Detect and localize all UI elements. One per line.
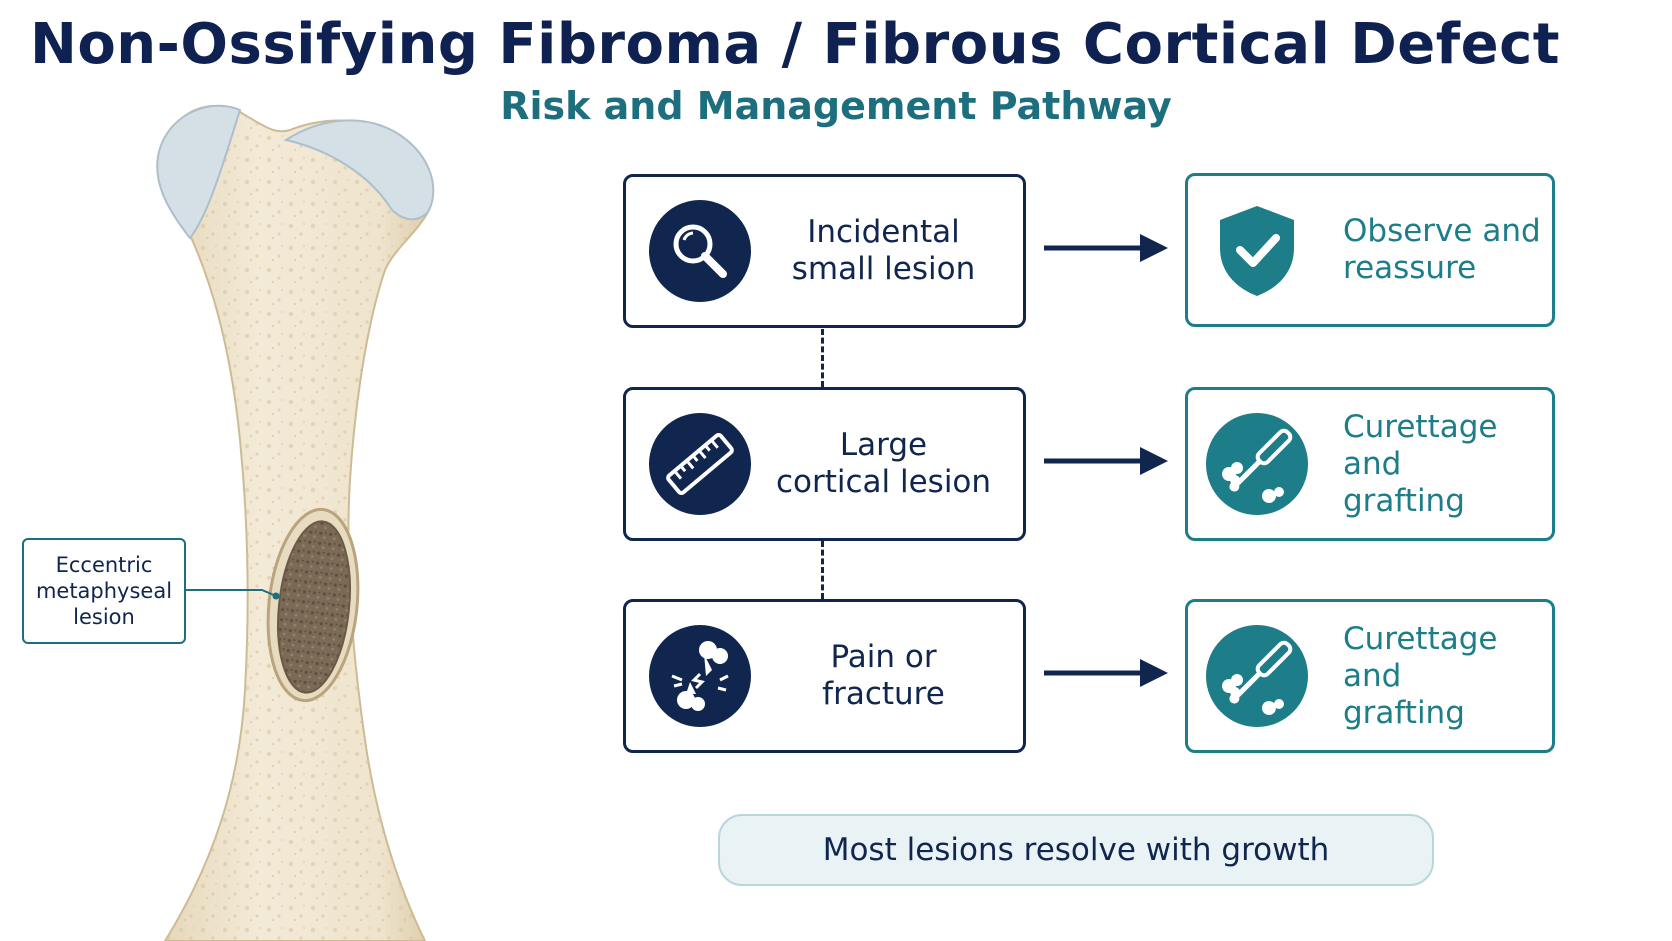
cartilage-cap-left — [156, 104, 242, 240]
curette-bone-icon — [1206, 413, 1308, 515]
summary-banner: Most lesions resolve with growth — [718, 814, 1434, 886]
broken-bone-icon — [649, 625, 751, 727]
condition-box-pain-fracture: Pain or fracture — [623, 599, 1026, 753]
condition-box-incidental: Incidental small lesion — [623, 174, 1026, 328]
arrow-right-icon — [1044, 447, 1168, 475]
condition-box-large: Large cortical lesion — [623, 387, 1026, 541]
page-title: Non-Ossifying Fibroma / Fibrous Cortical… — [29, 12, 1561, 77]
femur-illustration — [156, 104, 435, 941]
action-label: Observe and — [1343, 213, 1541, 249]
lesion-callout: Eccentric metaphyseal lesion — [22, 538, 186, 644]
condition-label: Large — [839, 427, 928, 463]
condition-label: cortical lesion — [775, 464, 992, 500]
action-box-observe: Observe and reassure — [1185, 173, 1555, 327]
action-label: grafting — [1343, 694, 1465, 731]
ruler-icon — [649, 413, 751, 515]
dashed-connector — [821, 541, 824, 599]
lesion — [277, 520, 351, 694]
page-subtitle: Risk and Management Pathway — [500, 84, 1172, 128]
magnifier-icon — [649, 200, 751, 302]
condition-label: Pain or — [830, 639, 937, 675]
action-label: Curettage and — [1343, 408, 1498, 482]
callout-line: lesion — [73, 605, 135, 629]
dashed-connector — [821, 329, 824, 387]
callout-line: Eccentric — [55, 553, 153, 577]
shield-check-icon — [1206, 199, 1308, 301]
action-box-curettage: Curettage and grafting — [1185, 387, 1555, 541]
condition-label: small lesion — [791, 251, 976, 287]
action-label: Curettage and — [1343, 620, 1498, 694]
curette-bone-icon — [1206, 625, 1308, 727]
action-box-curettage: Curettage and grafting — [1185, 599, 1555, 753]
callout-leader-line — [186, 589, 277, 597]
arrow-right-icon — [1044, 234, 1168, 262]
arrow-right-icon — [1044, 659, 1168, 687]
condition-label: Incidental — [807, 214, 960, 250]
action-label: reassure — [1343, 250, 1477, 286]
callout-line: metaphyseal — [35, 579, 173, 603]
condition-label: fracture — [822, 676, 945, 712]
action-label: grafting — [1343, 482, 1465, 519]
cartilage-cap-right — [283, 119, 435, 221]
